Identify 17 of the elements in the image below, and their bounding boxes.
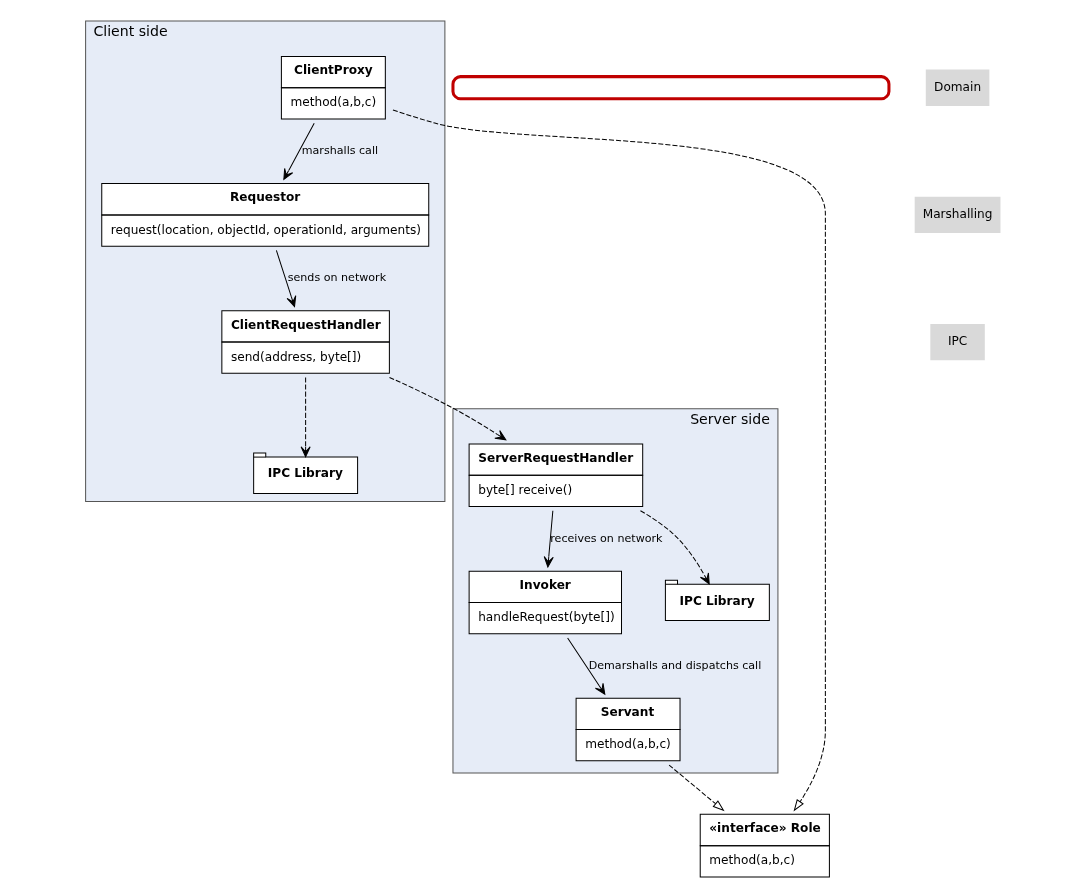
arrow <box>543 509 554 567</box>
arrow <box>668 764 725 811</box>
edge-label: sends on network <box>287 270 387 284</box>
label: IPC <box>947 333 968 348</box>
node-box <box>451 74 891 100</box>
arrow <box>392 109 826 811</box>
arrow <box>639 509 710 585</box>
arrow <box>567 636 606 695</box>
arrow <box>300 376 311 457</box>
edge-label: Demarshalls and dispatchs call <box>588 658 762 672</box>
label: Domain <box>934 79 982 94</box>
edge-label: marshalls call <box>301 143 379 157</box>
arrow <box>275 249 297 307</box>
label: Marshalling <box>922 206 993 221</box>
edge-label: receives on network <box>550 531 663 545</box>
arrow <box>389 376 507 440</box>
arrow <box>283 122 315 180</box>
